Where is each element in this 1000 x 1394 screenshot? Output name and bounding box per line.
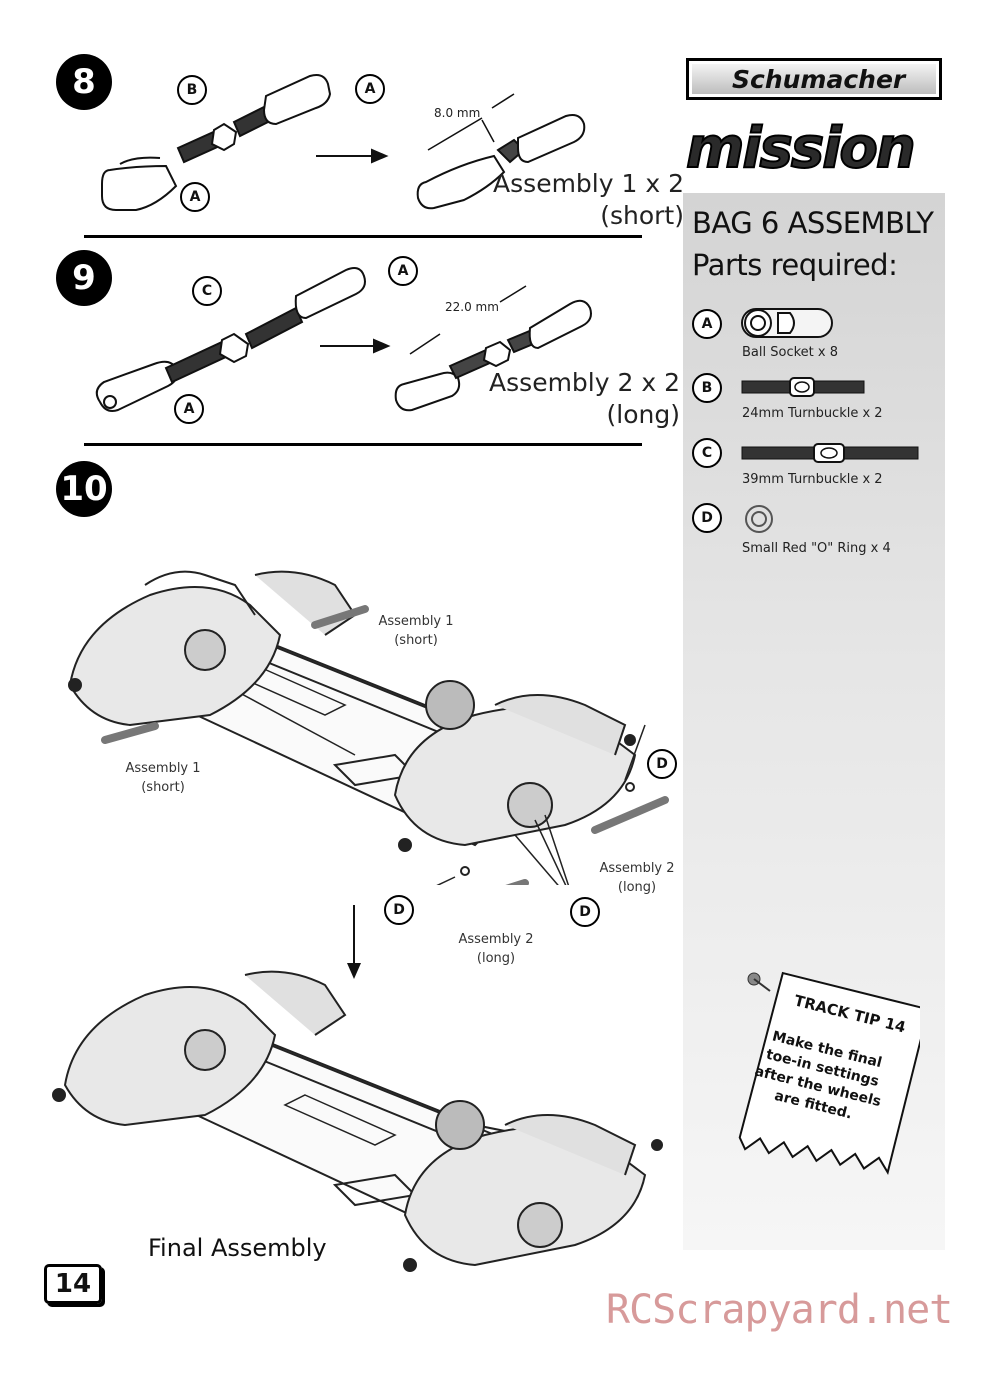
assembly-1-qty: Assembly 1 x 2 [493, 169, 684, 198]
assembly-2-right-label: Assembly 2 (long) [587, 859, 687, 897]
track-tip-note [738, 971, 920, 1175]
assembly-1-top-sub: (short) [394, 633, 438, 648]
ball-socket-left [101, 156, 178, 211]
callout-a-step9-top: A [388, 256, 418, 286]
part-b-letter: B [692, 373, 722, 403]
part-d-letter: D [692, 503, 722, 533]
callout-d-right: D [647, 749, 677, 779]
assembly-1-length: (short) [600, 201, 684, 230]
assembly-2-result [394, 299, 592, 412]
assembly-2-right-name: Assembly 2 [599, 861, 675, 876]
schumacher-logo: Schumacher [686, 58, 942, 100]
part-a-label: Ball Socket x 8 [742, 345, 838, 360]
step-8-diagram [101, 74, 586, 211]
divider-step8 [84, 235, 642, 238]
mission-logo: mission [685, 116, 917, 181]
divider-step9 [84, 443, 642, 446]
brand-name: Schumacher [692, 64, 936, 94]
o-ring-icon [745, 505, 773, 533]
ball-socket-icon [741, 308, 833, 338]
parts-panel-subtitle: Parts required: [692, 248, 898, 282]
step-9-arrow [320, 338, 391, 354]
callout-a-step9-bottom: A [174, 394, 204, 424]
turnbuckle-b [176, 102, 278, 164]
parts-panel-title: BAG 6 ASSEMBLY [692, 206, 934, 240]
assembly-2-label: Assembly 2 x 2 (long) [470, 367, 680, 431]
final-assembly-label: Final Assembly [148, 1234, 327, 1262]
assembly-2-length: (long) [606, 400, 680, 429]
step-8-badge: 8 [56, 54, 112, 110]
chassis-exploded-diagram [68, 570, 669, 885]
ball-socket-right [262, 74, 332, 126]
step-9-diagram [95, 267, 592, 412]
assembly-2-bottom-name: Assembly 2 [458, 932, 534, 947]
assembly-1-result [416, 114, 586, 210]
down-arrow [347, 905, 361, 979]
assembly-2-right-sub: (long) [617, 880, 657, 895]
step-10-badge: 10 [56, 461, 112, 517]
page-number: 14 [44, 1264, 102, 1304]
assembly-2-bottom-sub: (long) [476, 951, 516, 966]
assembly-1-left-label: Assembly 1 (short) [113, 759, 213, 797]
assembly-1-left-name: Assembly 1 [125, 761, 201, 776]
chassis-final-diagram [52, 970, 663, 1272]
dimension-lines-8 [427, 93, 515, 151]
turnbuckle-c [164, 306, 304, 384]
step-9-badge: 9 [56, 250, 112, 306]
turnbuckle-39mm-icon [741, 443, 919, 463]
watermark: RCScrapyard.net [606, 1287, 953, 1333]
part-d-label: Small Red "O" Ring x 4 [742, 541, 891, 556]
part-c-letter: C [692, 438, 722, 468]
step-8-arrow [316, 148, 389, 164]
dimension-lines-9 [409, 285, 527, 355]
callout-d-bottom-right: D [570, 897, 600, 927]
part-c-label: 39mm Turnbuckle x 2 [742, 472, 883, 487]
ball-socket-left-9 [95, 360, 178, 412]
dimension-22mm: 22.0 mm [445, 300, 499, 314]
assembly-1-left-sub: (short) [141, 780, 185, 795]
callout-d-bottom-left: D [384, 895, 414, 925]
part-b-label: 24mm Turnbuckle x 2 [742, 406, 883, 421]
assembly-1-top-name: Assembly 1 [378, 614, 454, 629]
assembly-1-label: Assembly 1 x 2 (short) [470, 168, 684, 232]
ball-socket-right-9 [294, 267, 366, 320]
callout-a-step8-top: A [355, 74, 385, 104]
part-a-letter: A [692, 309, 722, 339]
turnbuckle-24mm-icon [741, 377, 865, 397]
assembly-1-top-label: Assembly 1 (short) [366, 612, 466, 650]
dimension-8mm: 8.0 mm [434, 106, 481, 120]
assembly-2-qty: Assembly 2 x 2 [489, 368, 680, 397]
callout-a-step8-bottom: A [180, 182, 210, 212]
callout-c-step9: C [192, 276, 222, 306]
callout-b-step8: B [177, 75, 207, 105]
assembly-2-bottom-label: Assembly 2 (long) [446, 930, 546, 968]
